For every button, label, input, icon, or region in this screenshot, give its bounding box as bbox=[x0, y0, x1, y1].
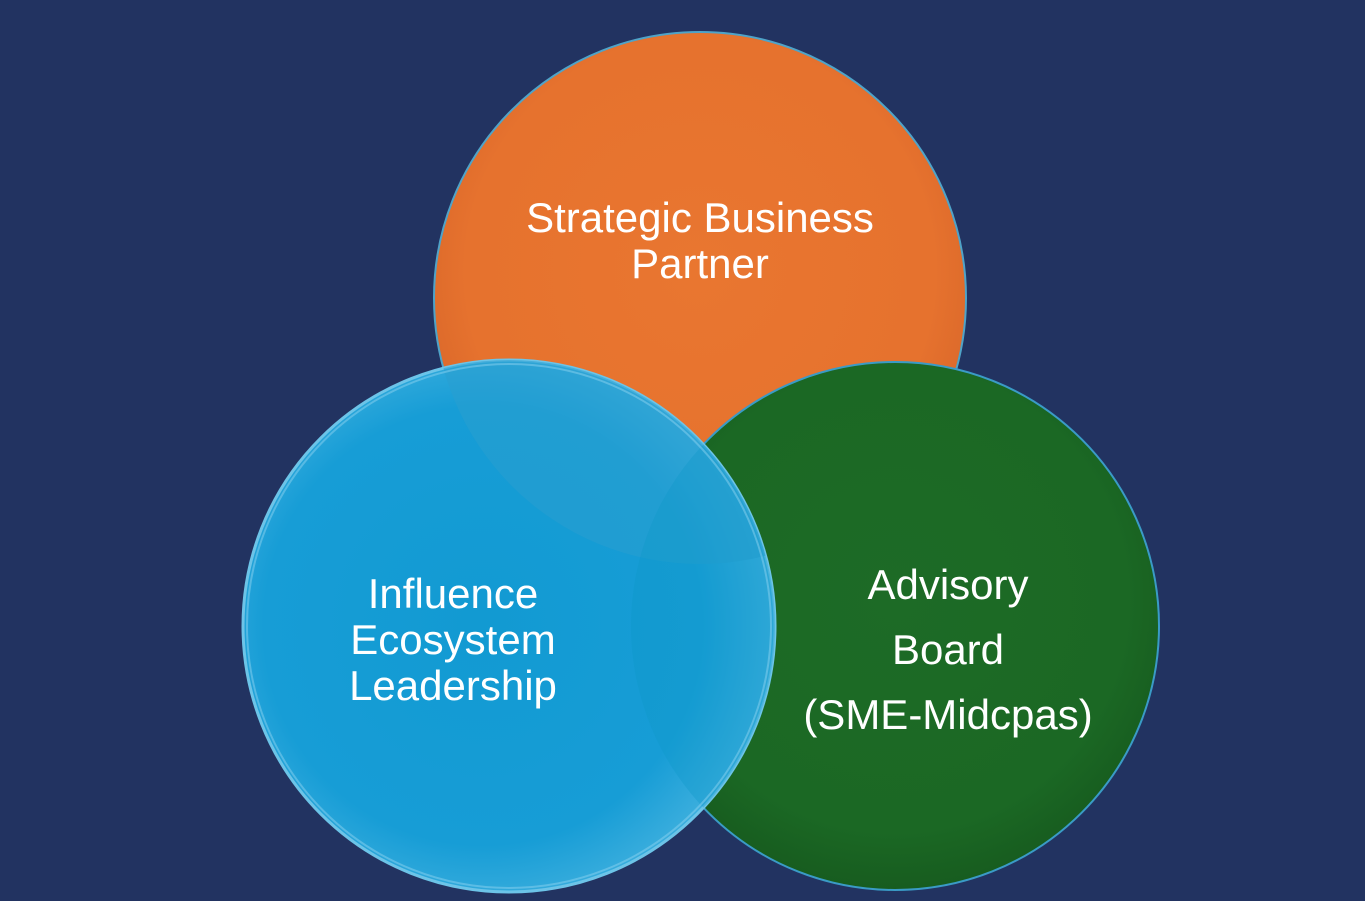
label-line: Board bbox=[891, 626, 1005, 674]
label-line: Partner bbox=[631, 240, 769, 288]
label-line: Advisory bbox=[867, 561, 1029, 608]
label-influence-ecosystem-leadership: Influence Ecosystem Leadership bbox=[253, 570, 653, 710]
overlap-orange-blue bbox=[434, 360, 775, 564]
label-line: Strategic Business bbox=[526, 194, 874, 241]
blue-circle-rim bbox=[246, 363, 772, 889]
label-line: (SME-Midcpas) bbox=[803, 691, 1093, 739]
label-line: Influence bbox=[367, 570, 539, 617]
label-advisory-board: Advisory Board (SME-Midcpas) bbox=[748, 552, 1148, 747]
label-strategic-business-partner: Strategic Business Partner bbox=[460, 194, 940, 288]
label-line: Ecosystem bbox=[350, 616, 556, 664]
label-line: Leadership bbox=[349, 662, 557, 710]
